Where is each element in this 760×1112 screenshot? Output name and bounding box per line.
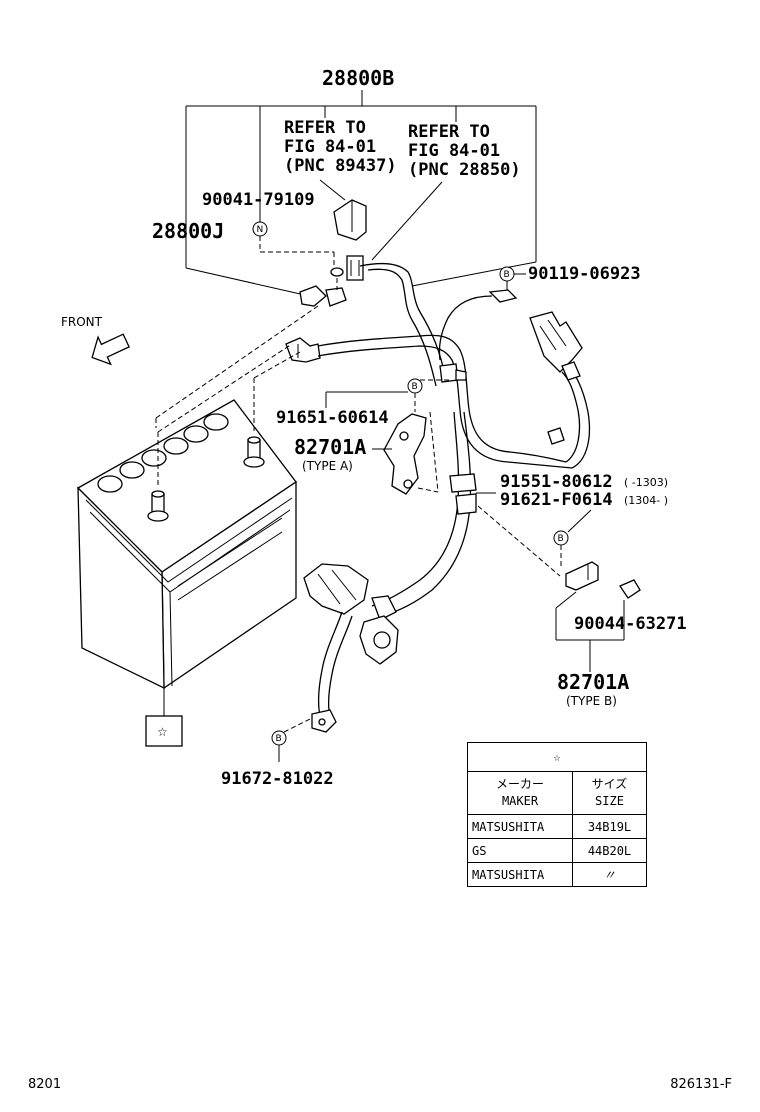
refer-b-line3: (PNC 28850) [408, 160, 521, 180]
header-size-en: SIZE [595, 794, 624, 808]
battery [76, 399, 297, 690]
page-code-left: 8201 [28, 1077, 62, 1092]
ground-terminal [311, 709, 337, 733]
part-90041-label: 90041-79109 [202, 190, 315, 210]
battery-mark-box [145, 715, 183, 747]
part-28800j-label: 28800J [152, 219, 224, 243]
maker-cell: MATSUSHITA [467, 814, 573, 839]
fuse-part [346, 255, 364, 281]
part-91651-label: 91651-60614 [276, 408, 389, 428]
b-callout-91672: B [271, 717, 313, 762]
b-callout-letter: B [412, 382, 418, 392]
part-90044-label: 90044-63271 [574, 614, 687, 634]
part-82701a-b-label: 82701A [557, 670, 629, 694]
harness-assy-bracket [185, 90, 537, 299]
b-callout-letter: B [558, 534, 564, 544]
front-label: FRONT [61, 315, 103, 329]
front-arrow [91, 333, 130, 366]
part-91551-label: 91551-80612 [500, 472, 613, 492]
header-maker: メーカー MAKER [467, 771, 573, 815]
bracket-type-b [565, 561, 641, 599]
battery-post-positive [243, 436, 265, 468]
part-82701a-label: 82701A [294, 435, 366, 459]
table-title: ☆ [467, 742, 647, 772]
harness-clamp [449, 473, 477, 515]
size-cell: 〃 [572, 862, 647, 887]
part-28800b-label: 28800B [322, 66, 394, 90]
part-91672-label: 91672-81022 [221, 769, 334, 789]
type-b-label: (TYPE B) [566, 694, 617, 708]
size-cell: 34B19L [572, 814, 647, 839]
battery-mark: ☆ [157, 725, 168, 739]
maker-cell: GS [467, 838, 573, 863]
type-a-label: (TYPE A) [302, 459, 353, 473]
n-callout-letter: N [257, 225, 264, 235]
bracket-b-leaders: B [477, 505, 592, 577]
header-maker-jp: メーカー [495, 777, 544, 791]
page-code-right: 826131-F [670, 1077, 732, 1092]
part-91621-label: 91621-F0614 [500, 490, 613, 510]
header-size: サイズ SIZE [572, 771, 647, 815]
refer-b-line1: REFER TO [408, 122, 490, 142]
refer-a-line3: (PNC 89437) [284, 156, 397, 176]
header-maker-en: MAKER [501, 794, 539, 808]
positive-terminal [285, 337, 321, 363]
b-callout-letter: B [276, 734, 282, 744]
b-callout-letter: B [504, 270, 510, 280]
n-callout-90041: N [252, 220, 335, 268]
b-callout-91651: B [325, 378, 450, 412]
connector-lower-left [303, 563, 399, 665]
part-90119-label: 90119-06923 [528, 264, 641, 284]
maker-cell: MATSUSHITA [467, 862, 573, 887]
connector-upper-right [529, 311, 583, 381]
table-row: MATSUSHITA 〃 [467, 862, 647, 887]
terminal-nut [299, 267, 347, 307]
bracket-type-a [383, 411, 439, 495]
part-91551-range: ( -1303) [624, 476, 668, 489]
battery-post-negative [147, 490, 169, 522]
table-row: MATSUSHITA 34B19L [467, 814, 647, 839]
size-cell: 44B20L [572, 838, 647, 863]
b-callout-90119: B [488, 266, 526, 303]
battery-spec-table: ☆ メーカー MAKER サイズ SIZE MATSUSHITA 34B19L … [467, 742, 647, 887]
battery-caps [97, 413, 229, 493]
refer-a-line1: REFER TO [284, 118, 366, 138]
part-91621-range: (1304- ) [624, 494, 668, 507]
refer-a-line2: FIG 84-01 [284, 137, 376, 157]
refer-b-line2: FIG 84-01 [408, 141, 500, 161]
header-size-jp: サイズ [591, 777, 628, 791]
fuse-cover-part [333, 199, 367, 241]
table-row: GS 44B20L [467, 838, 647, 863]
